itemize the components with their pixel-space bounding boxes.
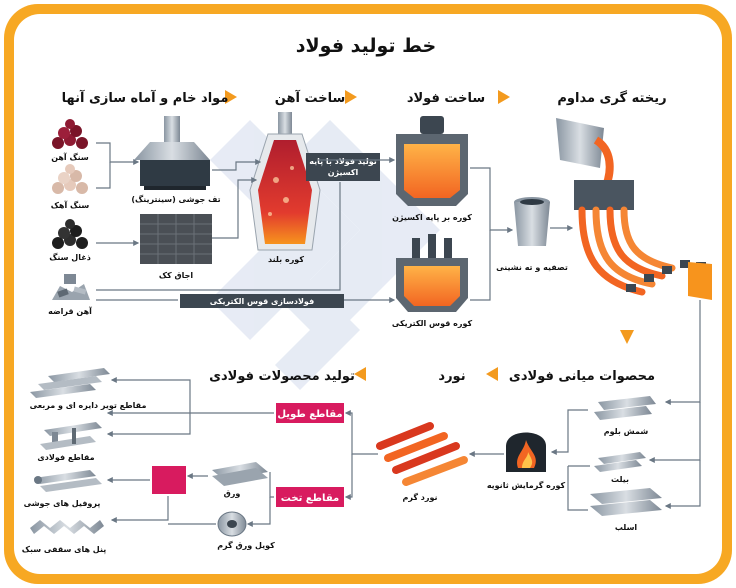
arrow-icon <box>498 90 510 104</box>
sheet-stack <box>212 462 268 486</box>
limestone-label: سنگ آهک <box>51 200 90 210</box>
section-header-rolling: نورد <box>438 367 498 384</box>
bloom-label: شمش بلوم <box>604 427 649 437</box>
section-header-steel-making: ساخت فولاد <box>345 90 485 106</box>
arrow-icon <box>345 90 357 104</box>
coal-pile <box>52 219 88 249</box>
oxygen-steel-box <box>306 153 380 181</box>
eaf-label: کوره قوس الکتریکی <box>392 319 473 329</box>
coke-oven <box>140 214 212 264</box>
section-header-raw-materials: مواد خام و آماه سازی آنها <box>62 89 229 106</box>
hot-roll-bars <box>376 422 468 486</box>
roof-panels-label: پنل های سقفی سبک <box>22 545 106 554</box>
eaf-steel-box <box>180 294 344 308</box>
scrap-iron-pile <box>52 274 90 300</box>
slab-label: اسلب <box>615 523 638 532</box>
flow-lines <box>96 142 701 527</box>
eaf-steel-label: فولادسازی قوس الکتریکی <box>210 297 314 307</box>
svg-text:ساخت فولاد: ساخت فولاد <box>407 91 485 106</box>
billet-label: بیلت <box>611 475 629 484</box>
slab-plates <box>590 488 662 516</box>
blast-furnace-label: کوره بلند <box>268 255 304 264</box>
long-products-label: مقاطع طویل <box>277 409 342 420</box>
eaf-furnace <box>396 234 468 312</box>
limestone-pile <box>52 164 88 194</box>
tubes-icon <box>30 368 110 398</box>
arrow-icon <box>354 367 366 381</box>
refining-ladle <box>514 197 550 246</box>
hot-roll-label: نورد گرم <box>402 492 437 502</box>
steel-sections-icon <box>40 422 102 450</box>
refining-label: تصفیه و ته نشینی <box>496 263 568 272</box>
reheat-label: کوره گرمایش ثانویه <box>487 480 566 491</box>
tubes-label: مقاطع تویر دایره ای و مربعی <box>30 401 147 410</box>
coke-oven-label: اجاق کک <box>159 271 194 280</box>
sheet-label: ورق <box>224 489 241 498</box>
bof-label: کوره بر پایه اکسیژن <box>392 213 472 222</box>
section-header-continuous-casting: ریخته گری مداوم <box>498 90 667 106</box>
section-header-products: تولید محصولات فولادی <box>209 367 366 384</box>
reheat-furnace <box>506 432 546 472</box>
svg-text:ریخته گری مداوم: ریخته گری مداوم <box>557 90 666 106</box>
flat-products-box <box>276 487 344 507</box>
coal-label: ذغال سنگ <box>49 252 91 262</box>
page-title: خط تولید فولاد <box>296 35 436 57</box>
junction-box <box>152 466 186 494</box>
flat-products-label: مقاطع تخت <box>281 493 339 504</box>
sinter-label: تف جوشی (سینترینگ) <box>131 194 220 204</box>
oxygen-steel-label: اکسیژن <box>328 168 359 177</box>
billet-bars <box>594 452 646 472</box>
section-header-intermediate: محصوات میانی فولادی <box>509 330 655 384</box>
bof-converter <box>396 116 468 206</box>
svg-text:ساخت آهن: ساخت آهن <box>275 89 346 106</box>
section-header-iron-making: ساخت آهن <box>225 89 345 106</box>
iron-ore-pile <box>52 119 88 149</box>
arrow-icon <box>225 90 237 104</box>
long-products-box <box>276 403 344 423</box>
roof-panels-icon <box>30 520 104 534</box>
arrow-icon <box>620 330 634 344</box>
svg-text:محصوات میانی فولادی: محصوات میانی فولادی <box>509 369 655 384</box>
bloom-bars <box>594 396 656 420</box>
blast-furnace <box>249 112 321 251</box>
continuous-caster <box>556 118 712 300</box>
hot-coil <box>217 511 247 537</box>
iron-ore-label: سنگ آهن <box>51 152 89 162</box>
svg-text:نورد: نورد <box>438 369 465 384</box>
welded-profiles-icon <box>34 470 102 492</box>
sinter-machine <box>134 116 210 190</box>
svg-text:تولید محصولات فولادی: تولید محصولات فولادی <box>209 369 355 384</box>
svg-text:تولید فولاد با پایه: تولید فولاد با پایه <box>309 157 376 166</box>
steel-sections-label: مقاطع فولادی <box>37 453 94 462</box>
hot-coil-label: کویل ورق گرم <box>217 540 275 550</box>
scrap-label: آهن قراضه <box>48 306 92 316</box>
welded-profiles-label: پروفیل های جوشی <box>24 499 101 508</box>
svg-text:مواد خام و آماه سازی آنها: مواد خام و آماه سازی آنها <box>62 89 229 106</box>
arrow-icon <box>486 367 498 381</box>
